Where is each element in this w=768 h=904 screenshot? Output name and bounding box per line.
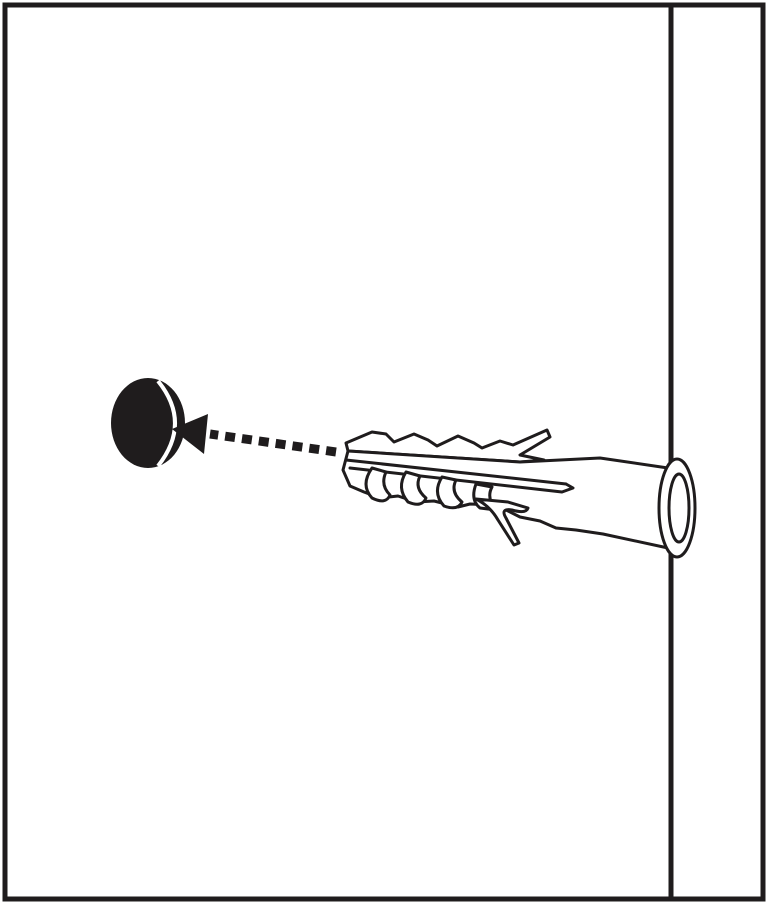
drilled-hole-icon <box>111 378 185 468</box>
anchor-rib-1 <box>364 466 392 503</box>
anchor-lower-fin <box>474 497 530 547</box>
anchor-rib-3 <box>436 475 464 510</box>
anchor-collar-inner <box>667 472 691 544</box>
anchor-rib-2 <box>400 470 428 506</box>
insertion-arrow-icon <box>172 414 337 457</box>
wall-anchor-icon <box>341 428 697 559</box>
